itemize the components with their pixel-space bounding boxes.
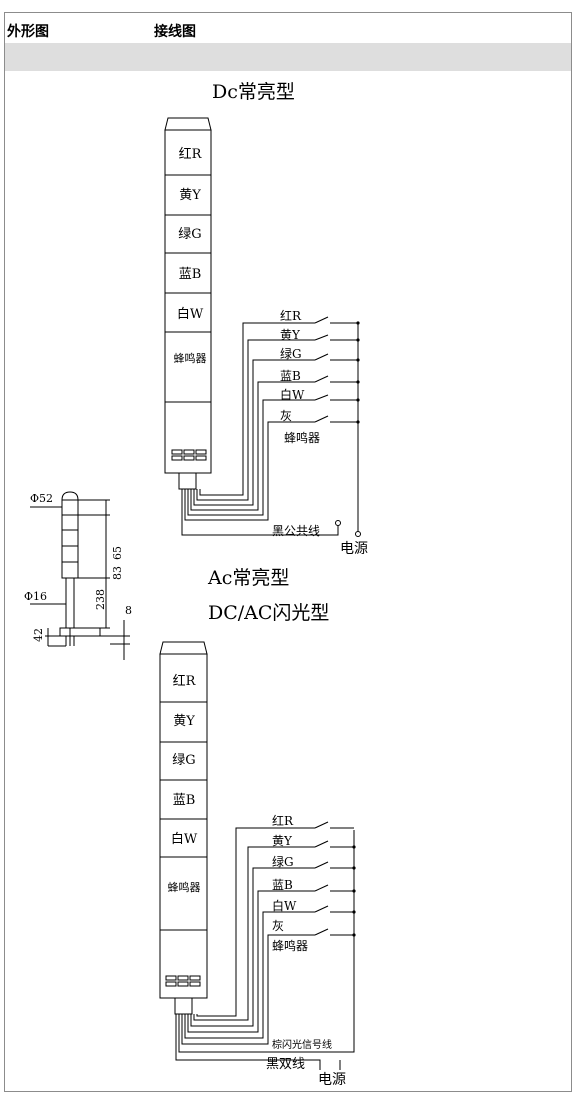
dc-common-label: 黑公共线 [272, 524, 320, 538]
dc-wire-red: 红R [280, 308, 302, 323]
header-outline-label: 外形图 [7, 24, 49, 40]
dim-8: 8 [125, 604, 132, 617]
flash-title: DC/AC闪光型 [208, 602, 329, 624]
ac-tower-buzzer: 蜂鸣器 [168, 880, 201, 894]
dc-wire-white: 白W [280, 387, 305, 402]
ac-wire-blue: 蓝B [272, 878, 293, 892]
ac-wire-green: 绿G [272, 854, 294, 869]
ac-tower-yellow: 黄Y [173, 714, 195, 729]
diagram-frame: 外形图 接线图 [4, 12, 572, 1092]
ac-tower-white: 白W [171, 831, 198, 847]
dc-wire-buzzer: 蜂鸣器 [284, 430, 320, 445]
dc-wire-blue: 蓝B [280, 369, 301, 383]
dc-tower-green: 绿G [178, 227, 201, 242]
dc-power-label: 电源 [340, 541, 368, 557]
dim-238: 238 [94, 589, 107, 610]
dc-wire-gray: 灰 [280, 409, 292, 423]
dc-tower-red: 红R [179, 146, 203, 162]
ac-wire-yellow: 黄Y [272, 834, 293, 848]
dc-tower-blue: 蓝B [179, 267, 202, 282]
dim-diameter-16: Φ16 [24, 590, 47, 603]
ac-wires [175, 821, 355, 1070]
dc-tower-buzzer: 蜂鸣器 [174, 351, 207, 365]
ac-title: Ac常亮型 [207, 567, 289, 589]
table-header: 外形图 接线图 [5, 13, 571, 43]
ac-wire-white: 白W [272, 898, 297, 913]
dim-42: 42 [32, 628, 45, 642]
ac-power-label: 电源 [318, 1072, 346, 1088]
dim-diameter-52: Φ52 [30, 492, 53, 505]
ac-wire-buzzer: 蜂鸣器 [272, 938, 308, 953]
dc-tower-yellow: 黄Y [179, 188, 201, 203]
ac-tower-green: 绿G [172, 753, 195, 768]
dim-65: 65 [111, 546, 124, 560]
dc-tower [164, 117, 212, 490]
ac-wire-red: 红R [272, 813, 294, 828]
dc-wires [181, 316, 359, 536]
dc-wire-green: 绿G [280, 346, 302, 361]
ac-flash-label: 棕闪光信号线 [272, 1038, 332, 1051]
ac-tower-red: 红R [173, 673, 197, 689]
ac-common-label: 黑双线 [266, 1057, 305, 1072]
dc-title: Dc常亮型 [212, 81, 295, 103]
header-wiring-label: 接线图 [154, 24, 196, 40]
ac-tower-blue: 蓝B [173, 793, 196, 808]
ac-wire-gray: 灰 [272, 919, 284, 933]
dc-tower-white: 白W [177, 306, 204, 322]
outline-drawing [30, 491, 130, 660]
header-band [5, 43, 571, 71]
dim-83: 83 [111, 566, 124, 580]
dc-wire-yellow: 黄Y [280, 328, 301, 342]
ac-tower [159, 641, 208, 1015]
